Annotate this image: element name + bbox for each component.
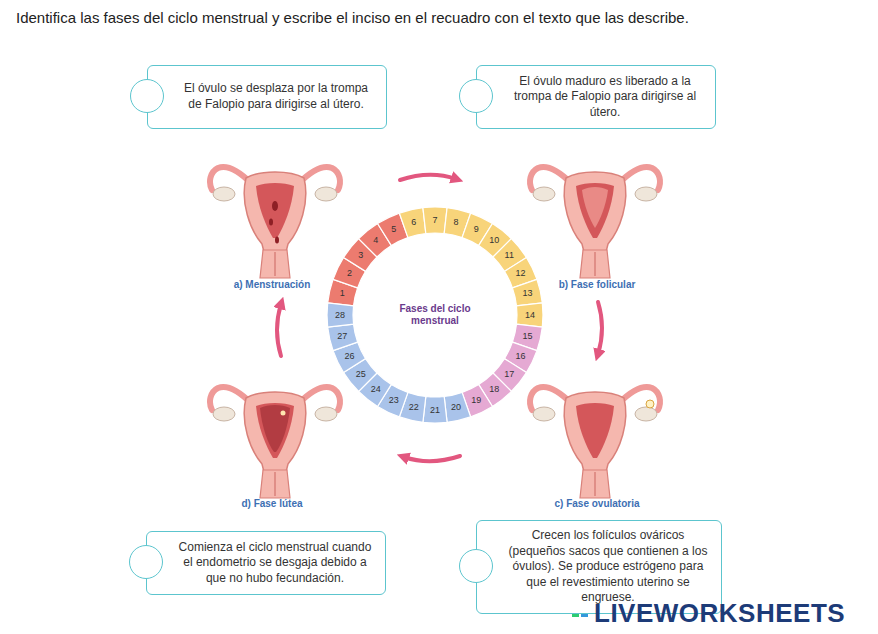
- answer-circle: [459, 549, 493, 583]
- day-number: 26: [340, 351, 358, 362]
- day-number: 8: [447, 217, 465, 228]
- day-segment: [444, 392, 470, 422]
- day-number: 1: [333, 288, 351, 299]
- day-segment: [512, 279, 542, 305]
- uterus-luteal: [210, 387, 340, 498]
- day-number: 2: [340, 268, 358, 279]
- description-box: Comienza el ciclo menstrual cuando el en…: [146, 531, 386, 595]
- phase-caption: b) Fase folicular: [559, 279, 636, 290]
- cycle-ring: [327, 207, 543, 423]
- day-number: 13: [519, 288, 537, 299]
- answer-circle: [130, 79, 164, 113]
- day-number: 5: [385, 224, 403, 235]
- box-text: El óvulo maduro es liberado a la trompa …: [505, 74, 705, 121]
- uterus-follicular: [530, 167, 660, 278]
- day-number: 24: [367, 384, 385, 395]
- answer-circle: [129, 545, 163, 579]
- day-number: 4: [367, 235, 385, 246]
- box-text: Fases del ciclo menstrual: [399, 303, 471, 327]
- day-number: 15: [519, 331, 537, 342]
- day-segment: [327, 303, 354, 327]
- day-number: 25: [352, 369, 370, 380]
- uterus-ovulatory: [530, 387, 660, 498]
- day-number: 6: [405, 217, 423, 228]
- description-box: El óvulo maduro es liberado a la trompa …: [476, 65, 716, 129]
- day-number: 22: [405, 402, 423, 413]
- day-number: 21: [426, 405, 444, 416]
- phase-caption: d) Fase lútea: [241, 498, 302, 509]
- day-number: 3: [352, 250, 370, 261]
- day-number: 10: [485, 235, 503, 246]
- day-number: 19: [467, 395, 485, 406]
- day-number: 7: [426, 215, 444, 226]
- day-number: 23: [385, 395, 403, 406]
- day-number: 28: [331, 310, 349, 321]
- watermark: LIVEWORKSHEETS: [594, 598, 845, 629]
- day-segment: [423, 207, 447, 234]
- uterus-menstruation: [210, 167, 340, 278]
- day-segment: [399, 208, 425, 238]
- day-number: 18: [485, 384, 503, 395]
- day-number: 14: [521, 310, 539, 321]
- day-segment: [328, 324, 358, 350]
- box-text: Crecen los folículos ováricos (pequeños …: [505, 528, 711, 606]
- box-text: Comienza el ciclo menstrual cuando el en…: [175, 540, 375, 587]
- day-number: 20: [447, 402, 465, 413]
- phase-caption: c) Fase ovulatoria: [554, 498, 639, 509]
- day-number: 27: [333, 331, 351, 342]
- day-number: 16: [512, 351, 530, 362]
- day-number: 9: [467, 224, 485, 235]
- answer-circle: [459, 79, 493, 113]
- page-title: Identifica las fases del ciclo menstrual…: [16, 9, 689, 26]
- day-number: 17: [500, 369, 518, 380]
- day-number: 11: [500, 250, 518, 261]
- day-segment: [423, 396, 447, 423]
- description-box: El óvulo se desplaza por la trompa de Fa…: [147, 65, 387, 129]
- day-segment: [516, 303, 543, 327]
- phase-caption: a) Menstruación: [234, 279, 311, 290]
- cycle-arrows: [277, 175, 602, 462]
- box-text: El óvulo se desplaza por la trompa de Fa…: [176, 81, 376, 112]
- day-number: 12: [512, 268, 530, 279]
- ring-center: Fases del ciclo menstrual: [385, 265, 485, 365]
